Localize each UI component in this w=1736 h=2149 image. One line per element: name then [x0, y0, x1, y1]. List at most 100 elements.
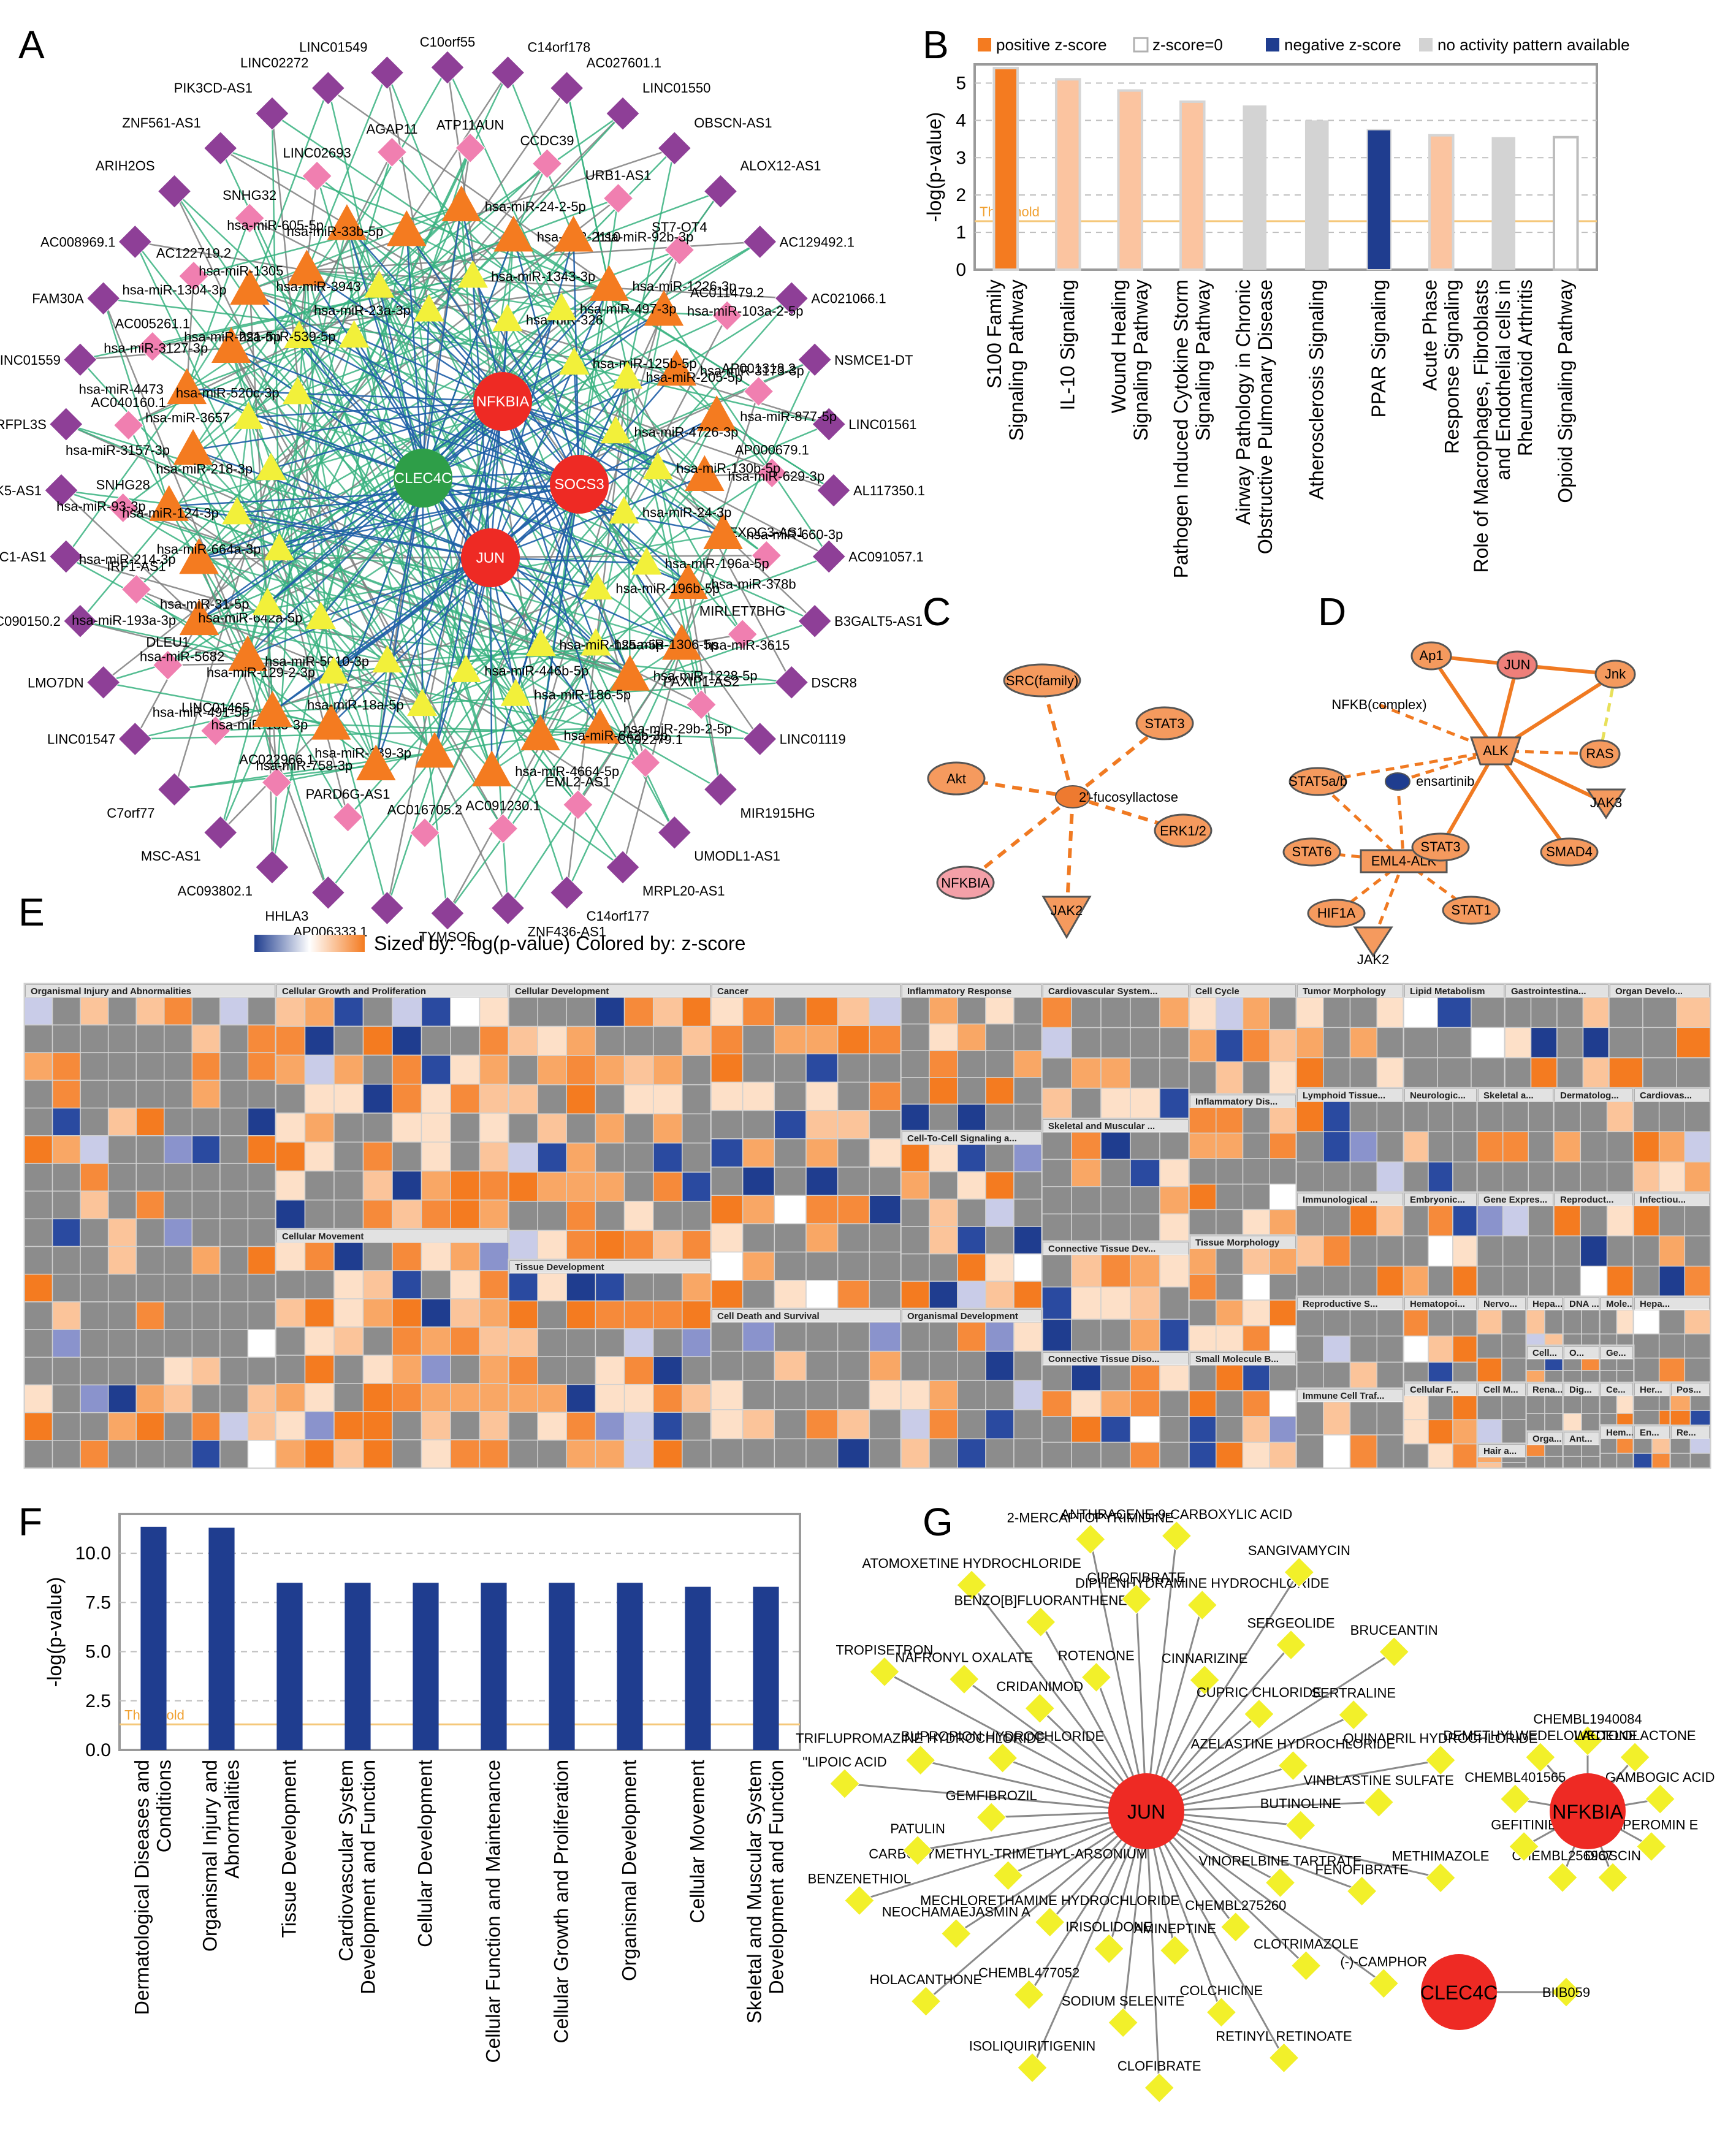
y-tick-label: 2.5 — [85, 1691, 111, 1711]
lncrna-node — [812, 407, 846, 441]
x-tick-label: Opioid Signaling Pathway — [1554, 280, 1576, 503]
treemap-tile — [1130, 1390, 1160, 1417]
lncrna-node — [107, 492, 139, 523]
treemap-tile — [1582, 1027, 1610, 1059]
drug-edge — [920, 1759, 1147, 1812]
treemap-tile — [1189, 1061, 1217, 1095]
treemap-category-label: Cellular F... — [1410, 1385, 1458, 1395]
treemap-tile — [566, 1412, 596, 1441]
treemap-tile — [450, 1113, 481, 1143]
treemap-tile — [1071, 1057, 1102, 1089]
x-tick-label: Signaling Pathway — [1130, 280, 1152, 441]
treemap-tile — [135, 1107, 165, 1136]
treemap-tile — [1100, 1254, 1131, 1288]
network-edge — [169, 505, 491, 559]
treemap-tile — [1670, 1453, 1691, 1469]
lncrna-label: LMO7DN — [28, 675, 84, 690]
drug-label: CHEMBL477052 — [978, 1965, 1079, 1980]
network-edge — [424, 310, 665, 834]
treemap-tile — [1528, 1265, 1555, 1297]
treemap-tile — [333, 1025, 364, 1056]
network-edge — [387, 191, 721, 662]
treemap-category: Hepa... — [1632, 1295, 1711, 1383]
treemap-tile — [900, 1023, 930, 1051]
treemap-tile — [164, 1440, 193, 1469]
hub-gene-node — [550, 455, 609, 514]
node-label: STAT3 — [1144, 716, 1184, 731]
mirna-label: hsa-miR-18a-5p — [307, 697, 404, 712]
treemap-tile — [421, 1326, 451, 1356]
treemap-tile — [1376, 1309, 1404, 1337]
treemap-tile — [51, 1135, 81, 1164]
treemap-tile — [1376, 1401, 1404, 1436]
treemap-tile — [392, 1242, 422, 1271]
treemap-tile — [333, 1439, 364, 1469]
node-label: SMAD4 — [1546, 844, 1593, 859]
network-edge — [230, 347, 646, 763]
treemap-tile — [275, 1242, 306, 1271]
treemap-tile — [1471, 997, 1506, 1029]
treemap-tile — [1581, 1370, 1601, 1383]
treemap-tile — [80, 997, 109, 1025]
drug-node — [1075, 1524, 1106, 1554]
treemap-tile — [164, 1107, 193, 1136]
network-edge — [186, 218, 251, 390]
treemap-tile — [1269, 1061, 1297, 1095]
treemap-tile — [1189, 1325, 1217, 1352]
network-edge — [327, 87, 610, 287]
lncrna-node — [370, 891, 405, 926]
treemap-category-label: Organ Develo... — [1615, 986, 1683, 997]
lncrna-node — [743, 376, 774, 407]
treemap-tile — [135, 1190, 165, 1220]
network-edge — [306, 270, 562, 310]
treemap-tile — [595, 1230, 625, 1260]
treemap-tile — [652, 1356, 683, 1385]
treemap-tile — [1323, 1235, 1351, 1267]
drug-edge — [1146, 1810, 1385, 1985]
treemap-tile — [1071, 1027, 1102, 1059]
treemap-tile — [421, 1298, 451, 1328]
drug-node — [1081, 1662, 1112, 1693]
network-edge — [626, 376, 793, 683]
treemap-tile — [1633, 1131, 1660, 1163]
treemap-tile — [24, 1384, 53, 1413]
treemap-tile — [1071, 1416, 1102, 1443]
treemap-tile — [1471, 1027, 1506, 1059]
treemap-tile — [985, 1103, 1015, 1132]
mirna-node — [457, 260, 489, 288]
treemap-tile — [1633, 1265, 1660, 1297]
treemap-tile — [479, 1270, 509, 1299]
treemap-title-bar — [1298, 1089, 1403, 1101]
drug-label: ISOLIQUIRITIGENIN — [969, 2038, 1096, 2053]
treemap-tile — [1041, 1416, 1072, 1443]
lncrna-node — [630, 747, 661, 778]
treemap-tile — [1528, 1161, 1555, 1193]
lncrna-label: ARRDC1-AS1 — [0, 549, 47, 565]
treemap-tile — [1556, 997, 1584, 1029]
treemap-category-label: Lipid Metabolism — [1410, 986, 1485, 997]
treemap-tile — [362, 997, 393, 1027]
treemap-tile — [107, 1218, 137, 1247]
treemap-tile — [1041, 1364, 1072, 1391]
treemap-tile — [1242, 1416, 1270, 1443]
lncrna-node — [376, 137, 408, 167]
drug-node — [1284, 1557, 1315, 1588]
treemap-title-bar — [1672, 1426, 1709, 1439]
treemap-tile — [537, 1201, 568, 1231]
treemap-tile — [710, 1195, 744, 1225]
treemap-tile — [805, 1322, 839, 1352]
treemap-tile — [1013, 1198, 1043, 1227]
treemap-tile — [1616, 1370, 1634, 1383]
treemap-tile — [1189, 1184, 1217, 1211]
treemap-category-label: Reproductive S... — [1303, 1299, 1378, 1309]
mirna-node — [631, 547, 662, 575]
treemap-tile — [333, 997, 364, 1027]
treemap-tile — [24, 1024, 53, 1054]
mirna-label: hsa-miR-4664-5p — [515, 764, 619, 779]
treemap-tile — [1100, 1318, 1131, 1352]
drug-label: ATOMOXETINE HYDROCHLORIDE — [862, 1556, 1081, 1571]
treemap-tile — [1553, 1161, 1582, 1193]
treemap-tile — [1323, 1434, 1351, 1469]
treemap-tile — [1159, 1416, 1190, 1443]
treemap-tile — [479, 997, 509, 1027]
